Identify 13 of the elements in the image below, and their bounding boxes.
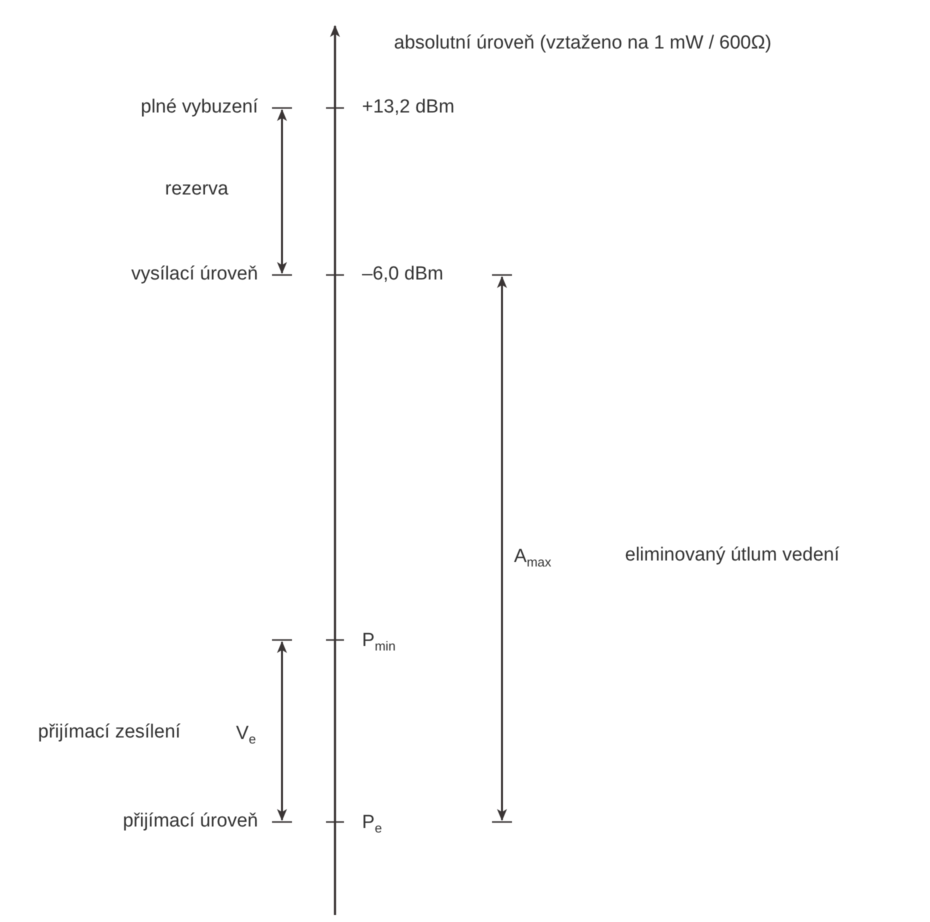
symbol-label: P$_{e}$ [362,812,382,836]
symbol-label: V$_{e}$ [236,722,256,748]
symbol-label: P$_{min}$ [362,630,396,654]
range-label: přijímací zesílení [38,722,181,744]
level-value: +13,2 dBm [362,96,454,120]
symbol-label: A$_{max}$ [514,546,552,570]
range-label: rezerva [165,178,228,202]
level-value: –6,0 dBm [362,264,444,286]
axis-title: absolutní úroveň (vztaženo na 1 mW / 600Ω) [394,32,772,56]
level-label: vysílací úroveň [131,264,258,286]
range-label: eliminovaný útlum vedení [625,544,840,568]
level-label: plné vybuzení [140,96,258,120]
level-label: přijímací úroveň [122,810,258,834]
